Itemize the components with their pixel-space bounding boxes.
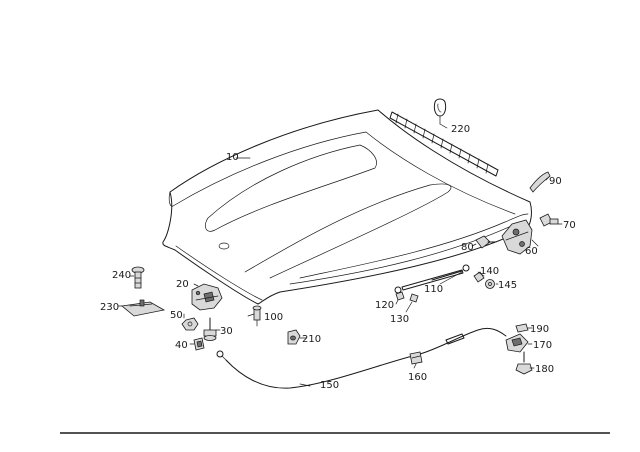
part-30-bolt <box>203 317 217 341</box>
label-110: 110 <box>424 284 443 295</box>
part-90-clip <box>529 171 551 193</box>
hood-panel <box>162 109 532 305</box>
label-210: 210 <box>302 334 321 345</box>
part-80-bolt <box>475 235 497 249</box>
part-230-bracket <box>121 299 166 317</box>
label-220: 220 <box>451 124 470 135</box>
label-145: 145 <box>498 280 517 291</box>
label-180: 180 <box>535 364 554 375</box>
part-210-grommet <box>287 329 301 345</box>
part-240-bolt <box>131 266 145 289</box>
part-20-hood-lock <box>191 283 223 311</box>
part-130-clip <box>409 293 419 303</box>
part-190-clip <box>515 323 529 333</box>
part-number-labels: 10 220 90 70 80 60 140 145 110 120 130 2… <box>100 124 576 391</box>
part-160-clip <box>409 351 423 365</box>
label-100: 100 <box>264 312 283 323</box>
label-150: 150 <box>320 380 339 391</box>
label-160: 160 <box>408 372 427 383</box>
part-40-clip <box>193 337 205 351</box>
label-70: 70 <box>563 220 576 231</box>
label-30: 30 <box>220 326 233 337</box>
label-80: 80 <box>461 242 474 253</box>
label-230: 230 <box>100 302 119 313</box>
label-240: 240 <box>112 270 131 281</box>
label-60: 60 <box>525 246 538 257</box>
part-170-release-handle <box>505 333 529 353</box>
part-60-hinge <box>501 219 533 255</box>
label-10: 10 <box>226 152 239 163</box>
part-100-stud <box>252 305 262 327</box>
hood-weatherstrip <box>389 98 499 177</box>
label-50: 50 <box>170 310 183 321</box>
part-145-washer <box>485 279 495 289</box>
label-40: 40 <box>175 340 188 351</box>
part-70-bolt <box>539 213 559 227</box>
label-190: 190 <box>530 324 549 335</box>
part-120-clip <box>395 291 405 301</box>
label-130: 130 <box>390 314 409 325</box>
label-20: 20 <box>176 279 189 290</box>
part-180-screw <box>515 351 533 375</box>
label-120: 120 <box>375 300 394 311</box>
label-140: 140 <box>480 266 499 277</box>
leader-lines <box>117 123 563 387</box>
part-150-release-cable <box>216 327 507 389</box>
label-170: 170 <box>533 340 552 351</box>
label-90: 90 <box>549 176 562 187</box>
part-50-nut <box>181 317 199 331</box>
